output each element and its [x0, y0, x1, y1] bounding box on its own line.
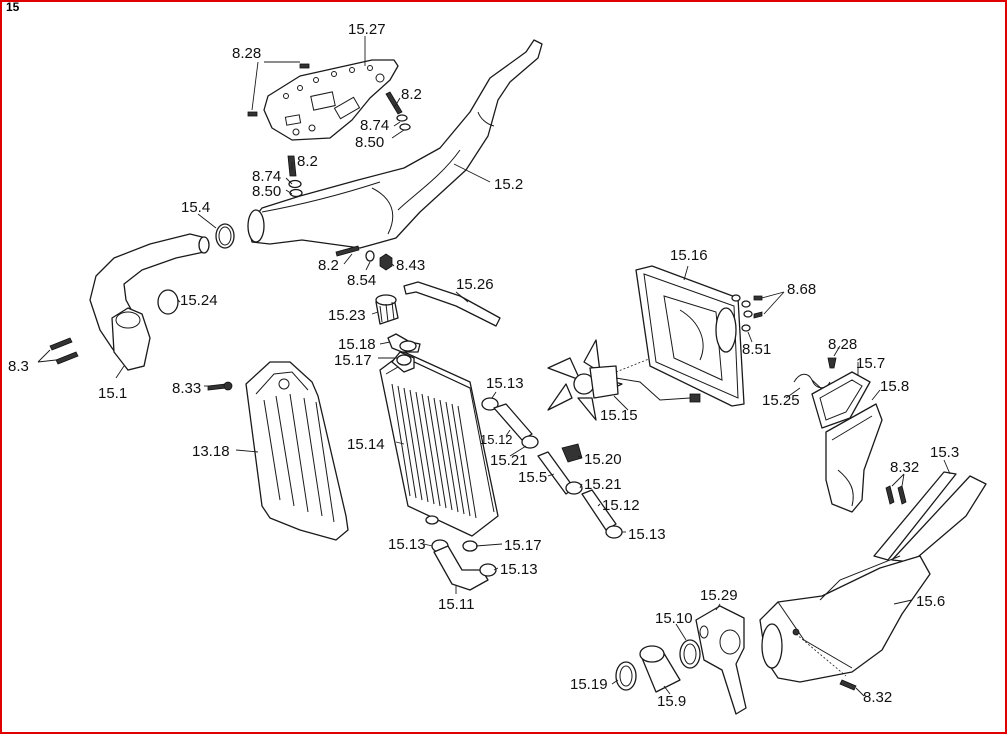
label-8-50-b: 8.50: [252, 183, 281, 200]
part-8-54-washer: [365, 250, 375, 262]
part-15-13-clamp-d: [479, 563, 497, 577]
label-15-21-a: 15.21: [490, 452, 528, 469]
label-15-25: 15.25: [762, 392, 800, 409]
label-15-5: 15.5: [518, 469, 547, 486]
part-15-23-cap: [375, 294, 399, 325]
label-15-4: 15.4: [181, 199, 210, 216]
part-15-3-silencer-sleeve: [873, 471, 987, 563]
radiator-core-fins: [391, 383, 477, 519]
label-8-33: 8.33: [172, 380, 201, 397]
label-8-32-a: 8.32: [890, 459, 919, 476]
label-15-24: 15.24: [180, 292, 218, 309]
label-8-2-b: 8.2: [297, 153, 318, 170]
part-15-21-clamp-a: [521, 435, 539, 449]
part-15-14-radiator: [379, 351, 499, 537]
label-15-20: 15.20: [584, 451, 622, 468]
label-15-17-a: 15.17: [334, 352, 372, 369]
label-15-23: 15.23: [328, 307, 366, 324]
part-8-33-screw: [207, 381, 233, 391]
part-8-2-bolt-stack-b: [287, 155, 303, 198]
part-15-13-clamp-b: [605, 525, 623, 539]
label-15-15: 15.15: [600, 407, 638, 424]
part-8-28-screws-top: [247, 63, 310, 117]
part-15-7-air-filter-frame: [811, 371, 871, 429]
label-15-18: 15.18: [338, 336, 376, 353]
label-8-2-a: 8.2: [401, 86, 422, 103]
label-15-8: 15.8: [880, 378, 909, 395]
label-15-13-a: 15.13: [486, 375, 524, 392]
label-15-3: 15.3: [930, 444, 959, 461]
part-15-12-hose-a: [493, 403, 533, 441]
part-15-4-ring: [215, 223, 235, 249]
part-15-2-exhaust-pipe: [247, 39, 543, 249]
part-8-2-bolt-c: [335, 245, 360, 257]
label-15-17-b: 15.17: [504, 537, 542, 554]
label-8-2-c: 8.2: [318, 257, 339, 274]
part-15-26-hose: [403, 281, 501, 327]
label-13-18: 13.18: [192, 443, 230, 460]
part-13-18-radiator-grille: [245, 361, 349, 541]
label-8-43: 8.43: [396, 257, 425, 274]
part-15-8-air-duct: [825, 403, 883, 513]
label-15-19: 15.19: [570, 676, 608, 693]
label-15-14: 15.14: [347, 436, 385, 453]
part-15-17-clamp-b: [462, 540, 478, 552]
label-15-12-b: 15.12: [602, 497, 640, 514]
label-8-54: 8.54: [347, 272, 376, 289]
part-8-51-grommet: [741, 324, 751, 332]
label-8-74-b: 8.74: [252, 168, 281, 185]
part-15-29-gasket-plate: [695, 605, 747, 715]
label-15-26: 15.26: [456, 276, 494, 293]
part-15-6-muffler: [759, 555, 931, 683]
part-15-27-heat-shield: [263, 59, 399, 141]
label-15-21-b: 15.21: [584, 476, 622, 493]
label-15-13-c: 15.13: [388, 536, 426, 553]
leader-lines: [37, 36, 951, 697]
part-15-20-sensor: [561, 443, 583, 463]
part-15-19-clamp: [615, 661, 637, 691]
label-15-10: 15.10: [655, 610, 693, 627]
label-8-50-a: 8.50: [355, 134, 384, 151]
label-15-12-a: 15.12: [480, 432, 513, 447]
part-8-28-screw-right: [827, 357, 837, 369]
label-8-28-right: 8.28: [828, 336, 857, 353]
page-number: 15: [6, 0, 20, 14]
part-15-1-front-pipe: [89, 233, 210, 371]
label-15-6: 15.6: [916, 593, 945, 610]
part-15-12-hose-b: [581, 489, 617, 531]
label-15-11: 15.11: [438, 596, 474, 613]
label-15-27: 15.27: [348, 21, 386, 38]
label-15-13-b: 15.13: [628, 526, 666, 543]
label-8-3: 8.3: [8, 358, 29, 375]
part-15-10-clamp: [679, 639, 701, 669]
label-15-9: 15.9: [657, 693, 686, 710]
part-15-24-gasket: [157, 289, 179, 315]
part-8-32-screws-a: [885, 485, 907, 505]
label-8-28-top: 8.28: [232, 45, 261, 62]
part-15-16-fan-shroud: [635, 265, 745, 407]
label-15-16: 15.16: [670, 247, 708, 264]
label-15-1: 15.1: [98, 385, 127, 402]
part-15-17-clamp-a: [396, 354, 412, 366]
part-15-15-fan: [547, 339, 701, 421]
label-8-68: 8.68: [787, 281, 816, 298]
callout-labels: 15.27 8.28 8.2 8.74 8.50 8.2 8.74 8.50 1…: [8, 21, 959, 710]
part-15-9-coupler: [639, 645, 681, 693]
label-8-74-a: 8.74: [360, 117, 389, 134]
label-15-2: 15.2: [494, 176, 523, 193]
label-8-32-b: 8.32: [863, 689, 892, 706]
label-15-13-d: 15.13: [500, 561, 538, 578]
part-8-43-nut: [379, 253, 393, 271]
part-8-32-screw-b: [839, 679, 857, 691]
part-8-3-bolts: [49, 337, 79, 365]
part-15-21-clamp-b: [565, 481, 583, 495]
label-8-51: 8.51: [742, 341, 771, 358]
part-15-13-clamp-a: [481, 397, 499, 411]
label-15-7: 15.7: [856, 355, 885, 372]
label-15-29: 15.29: [700, 587, 738, 604]
part-15-18-filler-neck: [387, 333, 421, 353]
part-8-68-screws: [731, 294, 763, 319]
